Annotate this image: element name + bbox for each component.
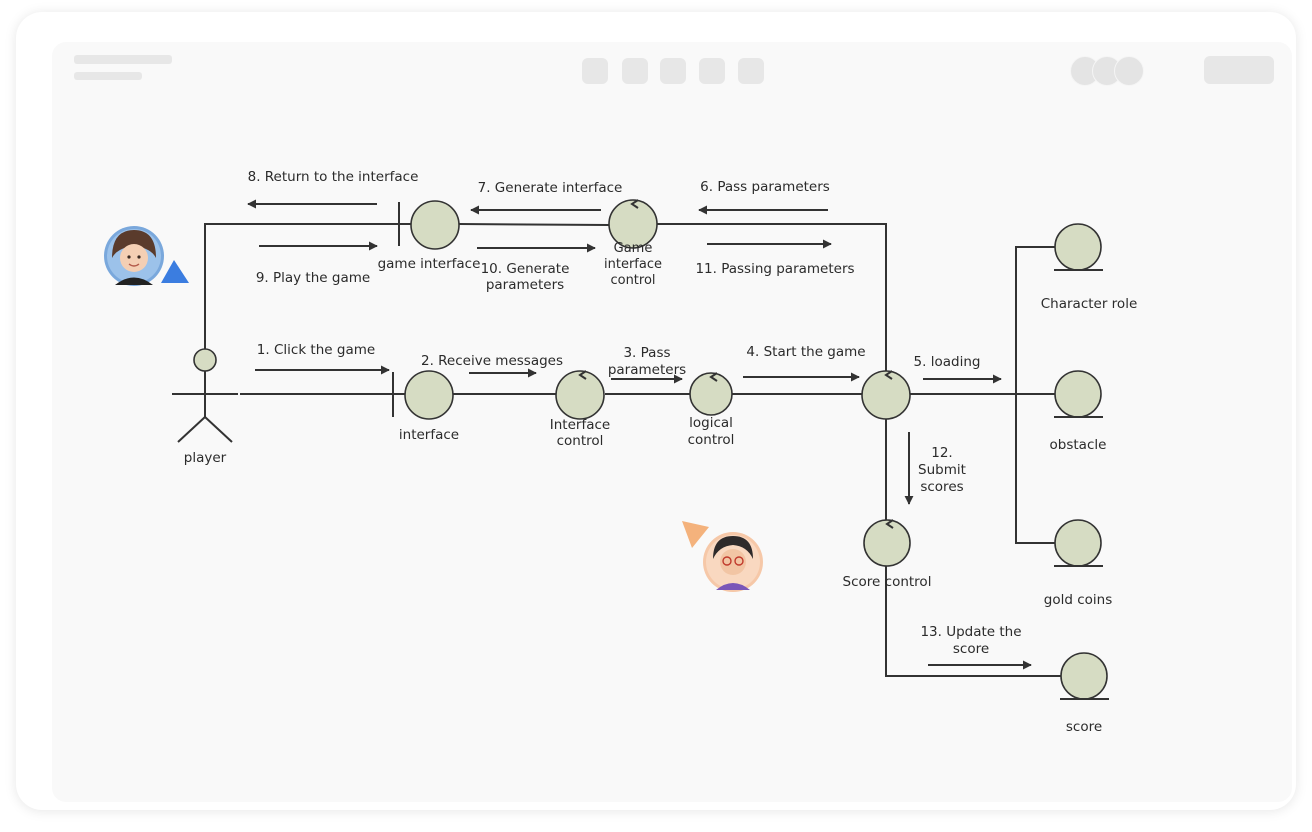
- diagram-canvas[interactable]: player: [52, 42, 1292, 802]
- message-m1: 1. Click the game: [257, 342, 375, 358]
- boundary-circle: [404, 370, 454, 420]
- control-score[interactable]: Score control: [843, 519, 932, 590]
- link-score-control-score: [885, 565, 1061, 677]
- control-circle: [555, 370, 605, 420]
- avatar-shirt: [115, 277, 153, 285]
- score-label: score: [1066, 719, 1102, 735]
- subtitle-placeholder: [74, 72, 142, 80]
- toolbar-button-4[interactable]: [699, 58, 725, 84]
- app-window: player: [16, 12, 1296, 810]
- avatar-smile: [128, 263, 140, 267]
- entity-circle: [1054, 223, 1102, 271]
- message-m6: 6. Pass parameters: [700, 179, 830, 195]
- link-game-control-main: [657, 223, 887, 372]
- actor-head: [193, 348, 217, 372]
- message-m2: 2. Receive messages: [421, 353, 563, 369]
- avatar-face: [720, 549, 746, 575]
- control-game-interface[interactable]: Game interface control: [604, 199, 662, 288]
- glasses-left: [722, 556, 732, 566]
- entity-gold-coins[interactable]: gold coins: [1044, 519, 1112, 608]
- game-interface-control-label-3: control: [610, 273, 655, 288]
- message-m3-line1: 3. Pass: [623, 345, 670, 361]
- entity-circle: [1054, 370, 1102, 418]
- toolbar-button-2[interactable]: [622, 58, 648, 84]
- toolbar: [52, 42, 1292, 100]
- message-m10-line1: 10. Generate: [481, 261, 570, 277]
- collaborator-2: [682, 521, 763, 592]
- game-interface-label: game interface: [378, 256, 481, 272]
- control-logical[interactable]: logical control: [688, 372, 735, 448]
- interface-control-label-1: Interface: [550, 417, 610, 433]
- control-circle: [608, 199, 658, 249]
- actor-player[interactable]: player: [172, 348, 238, 466]
- cursor-blue-icon: [161, 260, 189, 283]
- avatar-face: [120, 244, 148, 272]
- toolbar-button-5[interactable]: [738, 58, 764, 84]
- message-m8: 8. Return to the interface: [248, 169, 419, 185]
- message-arrows: [247, 199, 1032, 670]
- message-m12-line3: scores: [920, 479, 963, 495]
- logical-control-label-2: control: [688, 432, 735, 448]
- link-player-game-interface: [204, 223, 411, 349]
- control-arrowhead: [630, 199, 639, 209]
- entity-circle: [1060, 652, 1108, 700]
- message-m3-line2: parameters: [608, 362, 686, 378]
- cursor-orange-icon: [682, 521, 709, 548]
- entity-circle: [1054, 519, 1102, 567]
- message-m5: 5. loading: [914, 354, 981, 370]
- control-interface[interactable]: Interface control: [550, 370, 610, 449]
- actor-label: player: [184, 450, 227, 466]
- message-m9: 9. Play the game: [256, 270, 370, 286]
- connectors: [204, 223, 1061, 677]
- control-circle: [689, 372, 733, 416]
- entity-score[interactable]: score: [1060, 652, 1109, 735]
- control-circle: [861, 370, 911, 420]
- message-m12-line1: 12.: [931, 445, 952, 461]
- boundary-game-interface[interactable]: game interface: [378, 200, 481, 272]
- score-control-label: Score control: [843, 574, 932, 590]
- interface-control-label-2: control: [557, 433, 604, 449]
- collaborator-avatar-3[interactable]: [1114, 56, 1144, 86]
- glasses-right: [734, 556, 744, 566]
- link-game-interface-control: [458, 223, 610, 226]
- gold-coins-label: gold coins: [1044, 592, 1112, 608]
- control-arrowhead: [578, 370, 587, 380]
- control-circle: [863, 519, 911, 567]
- collaboration-diagram: player: [104, 169, 1138, 735]
- control-arrowhead: [885, 519, 894, 529]
- toolbar-button-1[interactable]: [582, 58, 608, 84]
- game-interface-control-label-1: Game: [614, 241, 653, 256]
- link-branch-entities: [1015, 246, 1055, 544]
- character-role-label: Character role: [1041, 296, 1138, 312]
- boundary-circle: [410, 200, 460, 250]
- entity-character-role[interactable]: Character role: [1041, 223, 1138, 312]
- title-placeholder: [74, 55, 172, 64]
- control-arrowhead: [709, 372, 718, 382]
- share-button[interactable]: [1204, 56, 1274, 84]
- actor-leg-left: [177, 416, 206, 443]
- avatar-eye-right: [137, 255, 141, 259]
- message-m10-line2: parameters: [486, 277, 564, 293]
- message-m7: 7. Generate interface: [478, 180, 623, 196]
- actor-leg-right: [204, 416, 233, 443]
- avatar-shirt: [716, 583, 750, 590]
- message-labels: 8. Return to the interface 9. Play the g…: [248, 169, 1022, 657]
- message-m12-line2: Submit: [918, 462, 966, 478]
- obstacle-label: obstacle: [1050, 437, 1107, 453]
- logical-control-label-1: logical: [689, 415, 733, 431]
- message-m11: 11. Passing parameters: [695, 261, 854, 277]
- game-interface-control-label-2: interface: [604, 257, 662, 272]
- message-m4: 4. Start the game: [746, 344, 865, 360]
- avatar-hair: [713, 536, 753, 559]
- message-m13-line2: score: [953, 641, 989, 657]
- control-game-main[interactable]: [861, 370, 911, 420]
- collaborator-1: [104, 226, 189, 286]
- boundary-interface[interactable]: interface: [392, 370, 459, 443]
- interface-label: interface: [399, 427, 459, 443]
- entity-obstacle[interactable]: obstacle: [1050, 370, 1107, 453]
- avatar-eye-left: [127, 255, 131, 259]
- message-m13-line1: 13. Update the: [920, 624, 1021, 640]
- toolbar-button-3[interactable]: [660, 58, 686, 84]
- control-arrowhead: [884, 370, 893, 380]
